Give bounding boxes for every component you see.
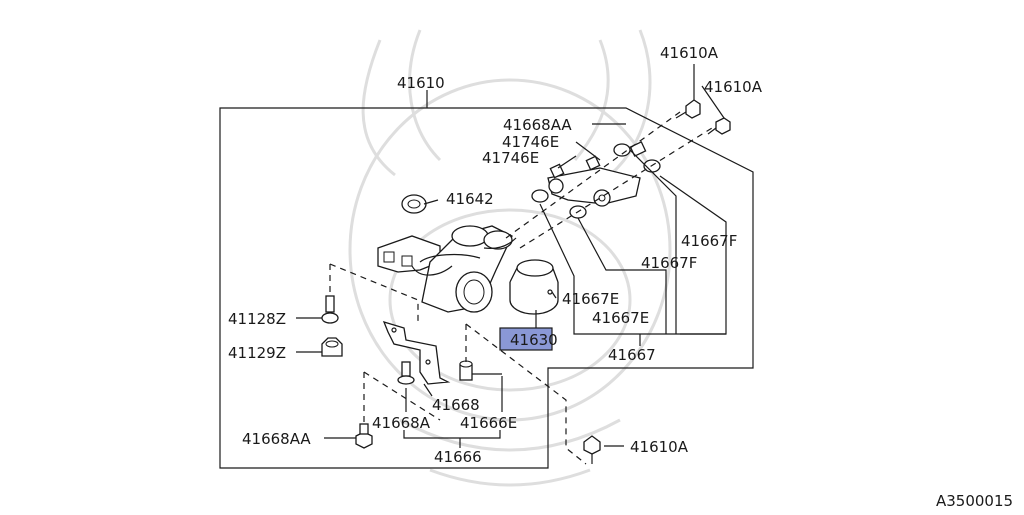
label-41610a-top1[interactable]: 41610A xyxy=(660,44,719,62)
label-41610a-top2[interactable]: 41610A xyxy=(704,78,763,96)
label-41668a[interactable]: 41668A xyxy=(372,414,431,432)
clip-ring xyxy=(401,194,427,214)
label-41668aa-top[interactable]: 41668AA xyxy=(503,116,572,134)
bolt-41668aa-bottom xyxy=(355,423,373,449)
label-41666e[interactable]: 41666E xyxy=(460,414,517,432)
part-highlight xyxy=(499,327,553,351)
label-41746e-2[interactable]: 41746E xyxy=(482,149,539,167)
lower-bracket xyxy=(382,320,451,385)
bolt-41610a-bottom xyxy=(583,435,601,464)
label-41630[interactable]: 41630 xyxy=(510,331,558,349)
label-41667e-2[interactable]: 41667E xyxy=(592,309,649,327)
bolt-41610a-top2 xyxy=(707,117,731,135)
label-41610[interactable]: 41610 xyxy=(397,74,445,92)
label-41667[interactable]: 41667 xyxy=(608,346,656,364)
label-41667f-2[interactable]: 41667F xyxy=(641,254,697,272)
label-41642[interactable]: 41642 xyxy=(446,190,494,208)
label-41667e-1[interactable]: 41667E xyxy=(562,290,619,308)
watermark-emblem xyxy=(348,29,672,487)
nut-41129z xyxy=(321,337,343,357)
label-41668aa-bottom[interactable]: 41668AA xyxy=(242,430,311,448)
diagram-code: A3500015 xyxy=(936,492,1013,510)
actuator-motor-assembly xyxy=(377,225,517,313)
bolt-41610a-top1 xyxy=(675,99,701,119)
label-41129z[interactable]: 41129Z xyxy=(228,344,286,362)
alignment-lines xyxy=(329,111,713,465)
bolt-41668a xyxy=(397,361,415,385)
solenoid-cap xyxy=(509,259,559,315)
part-labels: 41610 41610A 41610A 41668AA 41746E 41746… xyxy=(228,44,1013,510)
label-41667f-1[interactable]: 41667F xyxy=(681,232,737,250)
label-41746e-1[interactable]: 41746E xyxy=(502,133,559,151)
mounting-bracket xyxy=(531,141,661,219)
label-41128z[interactable]: 41128Z xyxy=(228,310,286,328)
label-41610a-bottom[interactable]: 41610A xyxy=(630,438,689,456)
assembly-boundary xyxy=(219,107,754,469)
label-41668[interactable]: 41668 xyxy=(432,396,480,414)
leader-lines xyxy=(296,64,727,448)
bolt-41128z xyxy=(321,295,339,324)
label-41666[interactable]: 41666 xyxy=(434,448,482,466)
rubber-41666e xyxy=(459,360,473,381)
